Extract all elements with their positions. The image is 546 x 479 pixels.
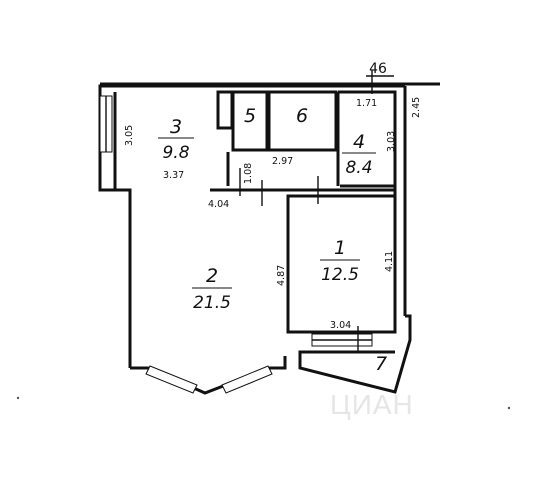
outer-walls <box>98 82 440 395</box>
room-5-number: 5 <box>244 105 256 127</box>
watermark-text: ЦИАН <box>330 389 414 420</box>
dim-4-04: 4.04 <box>208 199 229 210</box>
room-2-label: 2 21.5 <box>192 265 232 313</box>
scan-specks <box>16 396 511 410</box>
room-1-area: 12.5 <box>321 265 359 285</box>
dim-2-97: 2.97 <box>272 156 293 167</box>
dimensions: 3.05 3.37 1.08 2.97 3.03 1.71 2.45 4.04 … <box>124 97 422 331</box>
room-4-number: 4 <box>353 131 365 153</box>
dim-3-37: 3.37 <box>163 170 184 181</box>
dim-3-04: 3.04 <box>330 320 351 331</box>
watermark: ЦИАН <box>330 389 414 420</box>
room-4-label: 4 8.4 <box>342 131 376 178</box>
room-6-number: 6 <box>296 105 308 127</box>
room-4-area: 8.4 <box>345 158 372 178</box>
windows <box>99 95 373 394</box>
dim-2-45: 2.45 <box>411 97 422 118</box>
room-3-area: 9.8 <box>162 143 189 163</box>
room-2-number: 2 <box>206 265 218 287</box>
door-marks <box>239 168 359 352</box>
dim-1-71: 1.71 <box>356 98 377 109</box>
plan-id: 46 <box>369 61 387 77</box>
room-1-number: 1 <box>334 237 346 259</box>
dim-1-08: 1.08 <box>243 163 254 184</box>
room-3-number: 3 <box>170 116 182 138</box>
room-3-label: 3 9.8 <box>158 116 194 163</box>
window-bay-left <box>145 365 198 394</box>
room-7-number: 7 <box>375 353 387 375</box>
dim-3-05: 3.05 <box>124 125 135 146</box>
interior-walls <box>113 90 397 334</box>
plan-id-marker: 46 <box>366 61 394 94</box>
room-1-label: 1 12.5 <box>320 237 360 285</box>
dim-4-11: 4.11 <box>384 251 395 272</box>
window-bay-right <box>221 365 273 394</box>
dim-3-03: 3.03 <box>386 131 397 152</box>
dim-4-87: 4.87 <box>276 265 287 286</box>
room-2-area: 21.5 <box>193 293 231 313</box>
